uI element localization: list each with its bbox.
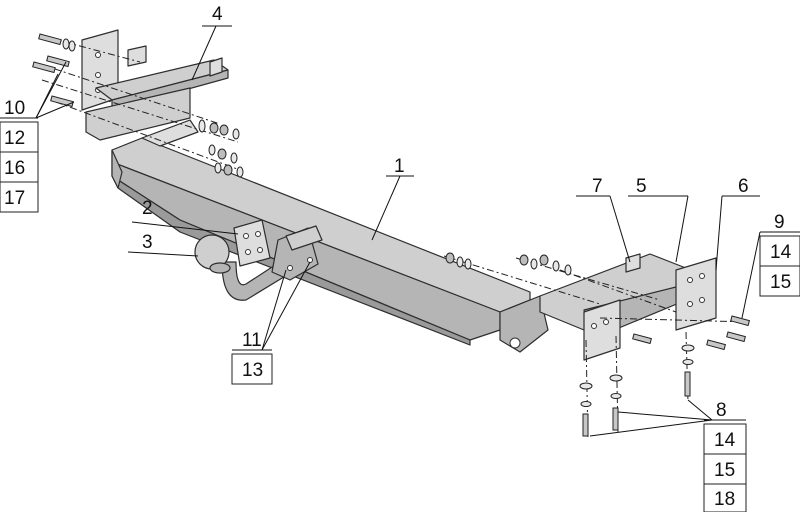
fasteners — [32, 33, 750, 437]
callout-16: 16 — [4, 158, 25, 179]
spacer-part-7 — [625, 253, 641, 273]
callout-14-upper: 14 — [770, 242, 792, 263]
callout-1: 1 — [394, 156, 405, 177]
callout-6: 6 — [738, 176, 749, 197]
callout-7: 7 — [592, 176, 603, 197]
callout-15-upper: 15 — [770, 272, 791, 293]
callout-5: 5 — [636, 176, 647, 197]
left-bracket-part-4 — [81, 29, 229, 141]
callout-2: 2 — [142, 198, 153, 219]
callout-10: 10 — [4, 98, 25, 119]
mid-label-stack: 11 13 — [231, 330, 273, 385]
mounting-plate-part-2 — [233, 219, 271, 267]
crossbar-part-1 — [111, 119, 549, 353]
socket-bracket — [271, 225, 323, 281]
callout-18: 18 — [714, 489, 735, 510]
callout-14-lower: 14 — [714, 430, 736, 451]
callout-4: 4 — [212, 4, 223, 25]
leader-lines — [35, 25, 761, 437]
right-upper-label-stack: 14 15 — [759, 231, 800, 297]
callout-17: 17 — [4, 188, 25, 209]
left-label-stack: 10 12 16 17 — [0, 98, 39, 213]
callout-9: 9 — [774, 212, 785, 233]
callout-11: 11 — [242, 330, 262, 351]
callout-8: 8 — [716, 400, 727, 421]
callout-12: 12 — [4, 128, 25, 149]
right-bracket-part-5 — [539, 253, 697, 361]
callout-3: 3 — [142, 232, 153, 253]
callout-labels: 1 2 3 4 5 6 7 8 9 — [142, 4, 785, 421]
callout-13: 13 — [242, 360, 263, 381]
callout-15-lower: 15 — [714, 460, 735, 481]
right-lower-label-stack: 14 15 18 — [703, 419, 747, 512]
right-plate-part-6 — [675, 257, 717, 331]
